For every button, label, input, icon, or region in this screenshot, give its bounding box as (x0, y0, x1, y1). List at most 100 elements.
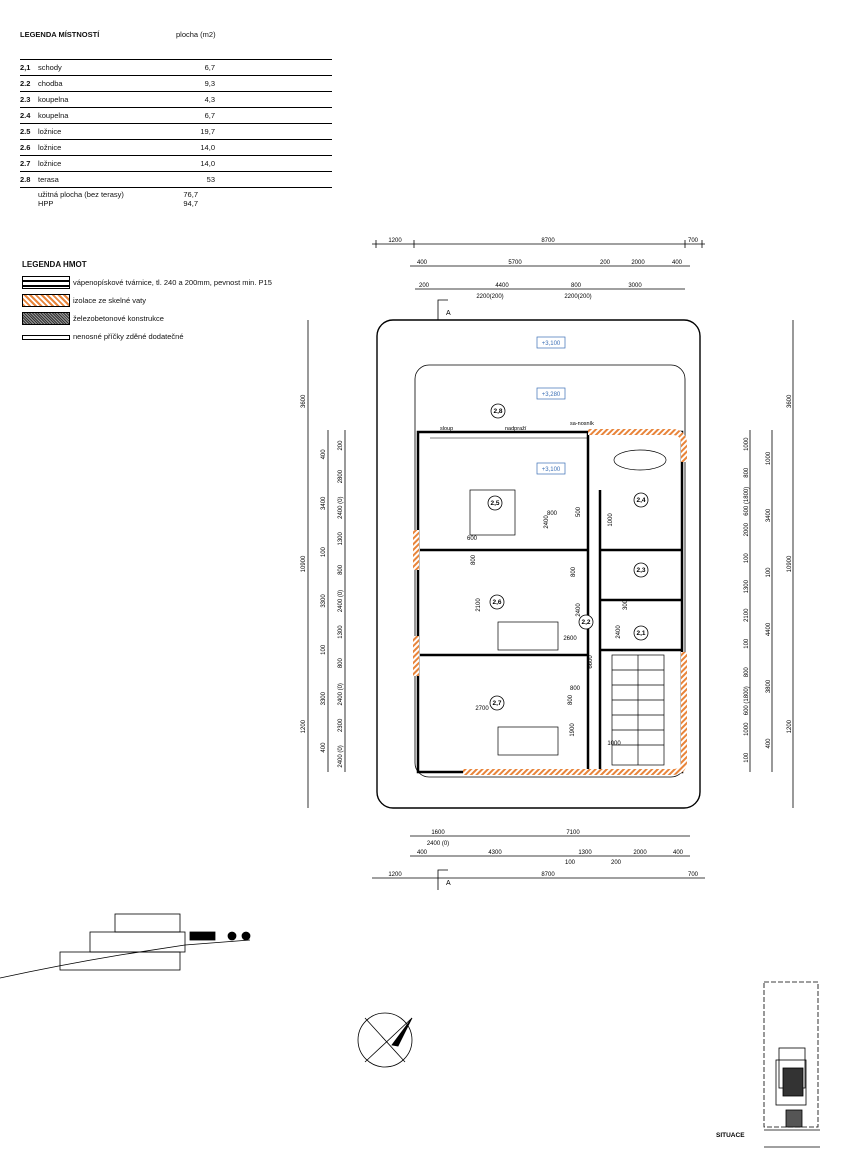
elevation-tag: +3,100 (542, 467, 561, 473)
dimension-text: 2000 (633, 850, 647, 856)
partition-swatch (22, 330, 70, 343)
vertical-dimensions: 3600109001200400340010033001003300400200… (301, 394, 793, 768)
room-tag-2-6: 2,6 (489, 594, 505, 610)
interior-dimension-text: 1000 (607, 741, 621, 747)
legend-item-masonry: vápenopískové tvárnice, tl. 240 a 200mm,… (22, 273, 272, 291)
situation-plan (763, 981, 820, 1148)
section-label-top: A (446, 310, 451, 317)
interior-dimension-text: 6600 (588, 655, 594, 669)
legend-area: 4,3 (204, 95, 215, 104)
dimension-text: 2000 (631, 260, 645, 266)
dimension-text: 1300 (338, 625, 344, 639)
room-number: 2,1 (636, 630, 645, 637)
dimension-text: 800 (744, 667, 750, 678)
legend-area: 14,0 (200, 159, 215, 168)
dimension-text: 400 (766, 738, 772, 749)
legend-num: 2.6 (20, 143, 31, 152)
dimension-text: 2100 (744, 608, 750, 622)
dimension-text: 2400 (0) (427, 841, 449, 847)
situation-label: SITUACE (716, 1132, 745, 1139)
dimension-lines-left (307, 320, 794, 808)
bed (469, 489, 516, 536)
dimension-text: 3300 (321, 691, 327, 705)
masonry-swatch (22, 275, 70, 289)
dimension-text: 400 (417, 260, 428, 266)
dimension-text: 3400 (321, 496, 327, 510)
dimension-text: 1000 (766, 451, 772, 465)
interior-dimension-text: 800 (570, 686, 581, 692)
note-lintel: nadpraží (505, 426, 527, 432)
legend-label: nenosné příčky zděné dodatečné (73, 331, 184, 341)
dimension-text: 4400 (766, 622, 772, 636)
dimension-text: 2400 (0) (338, 683, 344, 705)
legend-name: ložnice (38, 127, 62, 136)
legend-name: chodba (38, 79, 63, 88)
dimension-text: 8700 (541, 238, 555, 244)
dimension-text: 2400 (0) (338, 497, 344, 519)
dimension-text: 100 (766, 567, 772, 578)
legend-area: 6,7 (204, 63, 215, 72)
interior-dimension-text: 300 (623, 599, 629, 610)
dimension-text: 10900 (787, 555, 793, 572)
insulation-bottom (463, 652, 687, 775)
legend-label: vápenopískové tvárnice, tl. 240 a 200mm,… (73, 277, 272, 287)
interior-dimension-text: 500 (576, 506, 582, 517)
interior-dimension-text: 2600 (563, 636, 577, 642)
section-sketch (0, 913, 251, 979)
legend-name: terasa (38, 175, 59, 184)
legend-num: 2.8 (20, 175, 31, 184)
legend-label: železobetonové konstrukce (73, 313, 164, 323)
dimension-text: 2400 (0) (338, 745, 344, 767)
legend-name: ložnice (38, 159, 62, 168)
legend-name: ložnice (38, 143, 62, 152)
room-tag-2-8: 2,8 (490, 403, 506, 419)
dimension-text: 100 (565, 860, 576, 866)
total-value: 94,7 (183, 199, 198, 208)
total-value: 76,7 (183, 190, 198, 199)
dimension-text: 1600 (431, 830, 445, 836)
dimension-text: 400 (321, 742, 327, 753)
dimension-text: 100 (744, 638, 750, 649)
legend-item-partition: nenosné příčky zděné dodatečné (22, 327, 272, 345)
dimension-text: 100 (744, 553, 750, 564)
dimension-text: 10900 (301, 555, 307, 572)
dimension-text: 2000 (744, 522, 750, 536)
dimension-text: 3600 (301, 394, 307, 408)
north-arrow-icon (357, 1012, 413, 1068)
legend-num: 2.4 (20, 111, 31, 120)
dimension-text: 3000 (628, 283, 642, 289)
interior-dimension-text: 600 (467, 536, 478, 542)
dimension-text: 2200(200) (564, 294, 591, 300)
legend-num: 2.3 (20, 95, 31, 104)
dimension-text: 800 (338, 658, 344, 669)
dimension-text: 2400 (0) (338, 590, 344, 612)
legend-area: 14,0 (200, 143, 215, 152)
section-mark-top (437, 299, 448, 320)
insulation-left-2 (413, 636, 419, 676)
total-label: HPP (38, 199, 54, 208)
insulation-swatch (22, 293, 70, 307)
dimension-text: 2200(200) (476, 294, 503, 300)
room-number: 2,5 (490, 500, 499, 507)
interior-dimension-text: 800 (571, 566, 577, 577)
dimension-text: 7100 (566, 830, 580, 836)
section-mark-bottom (437, 869, 448, 890)
section-label-bottom: A (446, 880, 451, 887)
dimension-text: 1200 (388, 872, 402, 878)
dimension-text: 200 (600, 260, 611, 266)
room-number: 2,4 (636, 497, 645, 504)
interior-dimension-text: 2400 (576, 603, 582, 617)
total-row: HPP 94,7 (20, 199, 332, 208)
dimension-text: 1000 (744, 722, 750, 736)
dimension-text: 1300 (338, 531, 344, 545)
dimension-text: 700 (688, 872, 699, 878)
room-tag-2-7: 2,7 (489, 695, 505, 711)
bed (497, 621, 559, 651)
room-tag-2-4: 2,4 (633, 492, 649, 508)
dimension-text: 100 (744, 752, 750, 763)
dimension-lines-top (372, 240, 705, 290)
